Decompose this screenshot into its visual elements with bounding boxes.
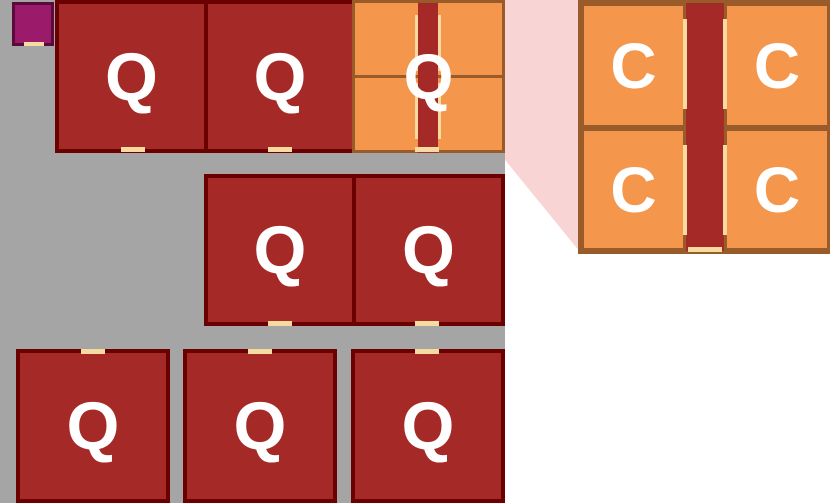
door-marker [248, 349, 272, 354]
cubicle-label: C [753, 29, 801, 102]
cubicle: C [581, 128, 686, 251]
door-marker [121, 147, 145, 152]
cubicle-label: C [610, 153, 657, 226]
door-marker [415, 349, 439, 354]
cubicle-label: C [610, 29, 657, 102]
quiet-room: Q [204, 0, 356, 153]
cubicle: C [581, 3, 686, 128]
door-marker [438, 15, 441, 71]
room-label: Q [401, 388, 455, 464]
door-marker [723, 145, 727, 235]
door-marker [415, 147, 439, 152]
quiet-room: Q [204, 174, 356, 326]
door-marker [683, 19, 687, 109]
door-marker [415, 15, 418, 71]
cubicle-label: C [753, 153, 801, 226]
cubicle-detail: C C C C [578, 0, 830, 254]
quiet-room: Q [16, 349, 170, 503]
room-label: Q [66, 388, 120, 464]
door-marker [688, 247, 722, 252]
quiet-room: Q [55, 0, 208, 153]
door-marker [268, 321, 292, 326]
room-label: Q [105, 38, 158, 115]
door-marker [723, 19, 727, 109]
door-marker [415, 321, 439, 326]
room-label: Q [403, 40, 454, 113]
door-marker [81, 349, 105, 354]
door-marker [415, 83, 418, 139]
cubicle: C [724, 128, 830, 251]
door-marker [24, 42, 44, 46]
room-label: Q [402, 212, 455, 288]
door-marker [683, 145, 687, 235]
door-marker [438, 83, 441, 139]
cubicle-corridor [418, 3, 438, 153]
quiet-room: Q [183, 349, 337, 503]
door-marker [268, 147, 292, 152]
room-label: Q [253, 38, 307, 115]
quiet-room: Q [352, 174, 505, 326]
magenta-square-icon [12, 2, 54, 46]
room-label: Q [253, 212, 307, 288]
quiet-room: Q [351, 349, 505, 503]
room-label: Q [233, 388, 287, 464]
cubicle: C [724, 3, 830, 128]
cubicle-cluster: Q [352, 0, 505, 153]
